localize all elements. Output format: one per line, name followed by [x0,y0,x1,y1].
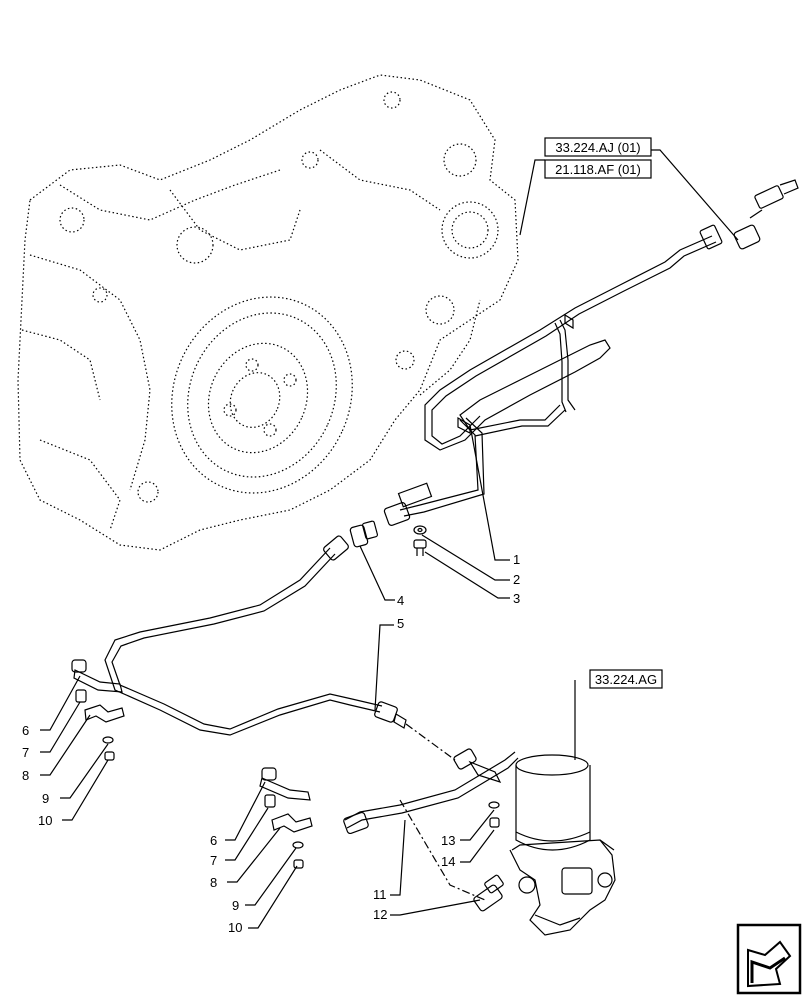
reference-box-1[interactable]: 33.224.AJ (01) [544,137,652,157]
bolt-icon [413,539,427,556]
callout-7: 7 [210,853,217,868]
pipe-upper-icon [383,224,723,526]
washer-icon [413,525,427,535]
clamp-left-icon [71,659,125,761]
callout-6: 6 [210,833,217,848]
callout-6: 6 [22,723,29,738]
callouts: 1 2 3 4 5 6 7 8 9 10 6 7 8 9 10 11 12 13… [22,552,520,935]
air-dryer-icon [509,754,616,936]
washer-13-icon [488,801,500,809]
callout-12: 12 [373,907,387,922]
navigation-arrow-icon[interactable] [736,923,802,995]
callout-8: 8 [22,768,29,783]
adapter-fitting-icon [349,520,379,548]
callout-8: 8 [210,875,217,890]
fitting-upper-icon [733,179,799,250]
pipe-lower-icon [104,535,407,736]
clamp-middle-icon [259,767,313,869]
callout-7: 7 [22,745,29,760]
callout-1: 1 [513,552,520,567]
callout-3: 3 [513,591,520,606]
callout-9: 9 [42,791,49,806]
callout-11: 11 [373,887,387,902]
callout-10: 10 [228,920,242,935]
bolt-14-icon [489,817,500,828]
callout-14: 14 [441,854,455,869]
callout-10: 10 [38,813,52,828]
callout-9: 9 [232,898,239,913]
callout-5: 5 [397,616,404,631]
callout-13: 13 [441,833,455,848]
reference-label: 33.224.AJ (01) [555,140,640,155]
reference-box-3[interactable]: 33.224.AG [589,669,663,689]
reference-box-2[interactable]: 21.118.AF (01) [544,159,652,179]
reference-label: 33.224.AG [595,672,657,687]
transmission-housing-icon [17,74,519,551]
fitting-lower-icon [473,874,504,912]
pipe-dryer-icon [343,748,519,835]
callout-4: 4 [397,593,404,608]
callout-2: 2 [513,572,520,587]
reference-label: 21.118.AF (01) [555,162,641,177]
leader-lines [40,149,739,929]
